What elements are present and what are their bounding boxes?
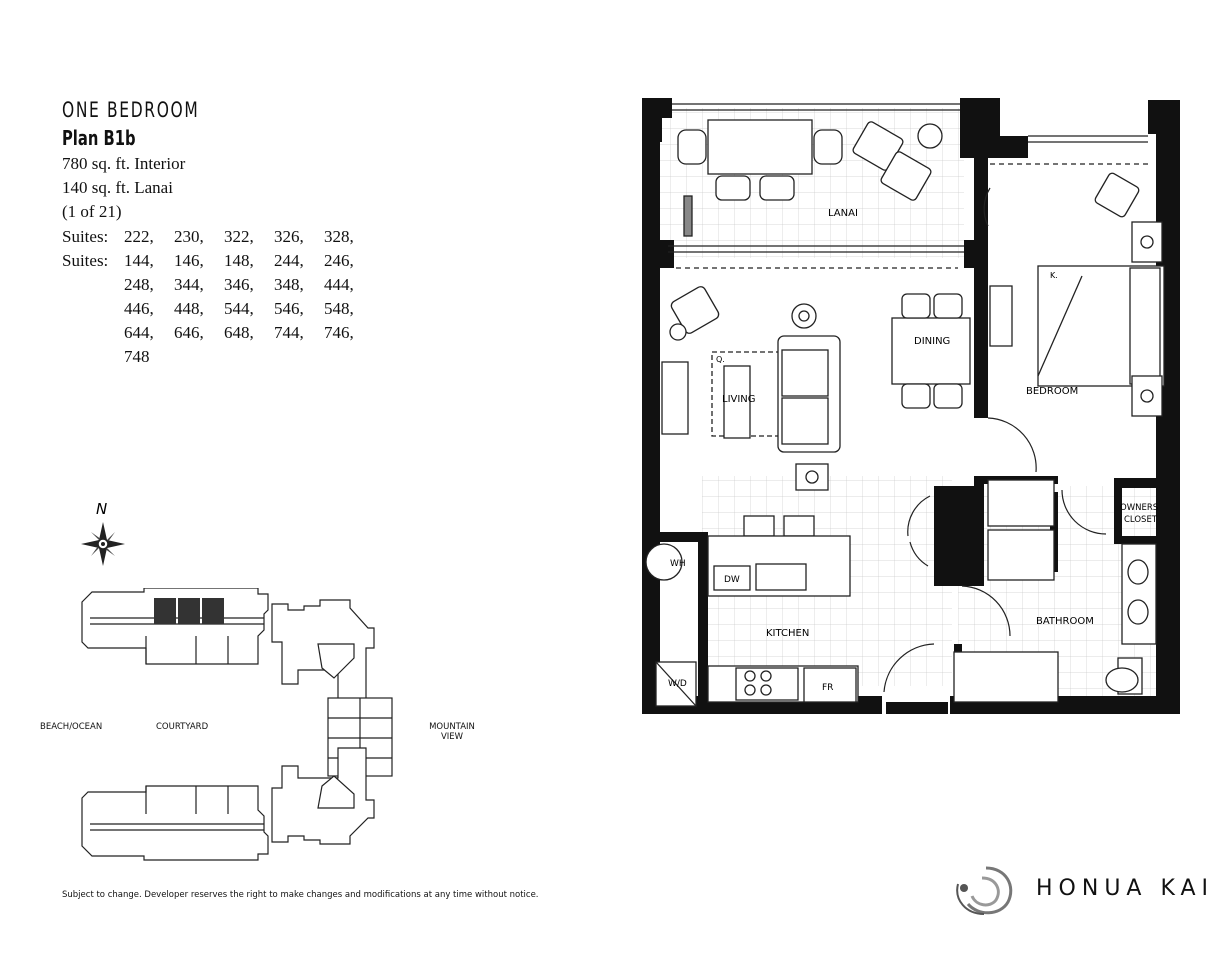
suites-label: Suites:: [62, 227, 109, 246]
compass-north-letter: N: [96, 500, 107, 518]
queen-bed-mark: Q.: [716, 355, 725, 364]
courtyard-label: COURTYARD: [156, 722, 209, 732]
floor-plan: LANAI DINING LIVING Q. BEDROOM K. OWNERS…: [642, 98, 1180, 714]
suite-number: 448,: [174, 299, 204, 318]
mountain-label: MOUNTAIN: [429, 722, 475, 732]
honua-kai-logo-icon: [956, 866, 1013, 915]
plan-name: Plan B1b: [62, 126, 136, 150]
suite-row: 248, 344, 346, 348, 444,: [62, 275, 374, 299]
suite-number: 748: [124, 347, 150, 366]
room-label-bedroom: BEDROOM: [1026, 386, 1078, 397]
suite-number: 746,: [324, 323, 354, 342]
suite-number: 446,: [124, 299, 154, 318]
room-label-kitchen: KITCHEN: [766, 628, 809, 639]
suite-number: 444,: [324, 275, 354, 294]
suite-row: 446, 448, 544, 546, 548,: [62, 299, 374, 323]
compass-rose-icon: N: [81, 500, 125, 566]
suite-number: 248,: [124, 275, 154, 294]
suite-number: 244,: [274, 251, 304, 270]
unit-type-title: ONE BEDROOM: [62, 98, 200, 122]
beach-ocean-label: BEACH/OCEAN: [40, 722, 103, 732]
disclaimer-text: Subject to change. Developer reserves th…: [62, 890, 539, 900]
room-label-lanai: LANAI: [828, 208, 858, 219]
highlighted-unit: [154, 598, 224, 624]
suite-number: 230,: [174, 227, 204, 246]
interior-area: 780 sq. ft. Interior: [62, 154, 186, 173]
suite-number: 222,: [124, 227, 154, 246]
mountain-view-label: MOUNTAIN VIEW: [428, 722, 476, 742]
suite-number: 548,: [324, 299, 354, 318]
washer-dryer-label: W/D: [668, 679, 687, 689]
lanai-area: 140 sq. ft. Lanai: [62, 178, 173, 197]
room-label-dining: DINING: [914, 336, 950, 347]
suite-number: 646,: [174, 323, 204, 342]
suite-number: 346,: [224, 275, 254, 294]
suite-number: 744,: [274, 323, 304, 342]
water-heater-label: WH: [670, 559, 686, 569]
suite-number: 146,: [174, 251, 204, 270]
suite-row: 748: [62, 347, 374, 371]
suite-number: 322,: [224, 227, 254, 246]
suite-row: 644, 646, 648, 744, 746,: [62, 323, 374, 347]
suite-number: 644,: [124, 323, 154, 342]
suite-number: 326,: [274, 227, 304, 246]
suite-number: 648,: [224, 323, 254, 342]
fridge-label: FR: [822, 683, 833, 693]
room-label-bathroom: BATHROOM: [1036, 616, 1094, 627]
suites-label: Suites:: [62, 251, 109, 270]
owners-closet-label-1: OWNERS: [1120, 503, 1158, 513]
brand-name: HONUA KAI: [1036, 876, 1215, 901]
suite-number: 344,: [174, 275, 204, 294]
suite-row: Suites: 222, 230, 322, 326, 328,: [62, 227, 374, 251]
suite-list: Suites: 222, 230, 322, 326, 328, Suites:…: [62, 227, 374, 371]
suite-row: Suites: 144, 146, 148, 244, 246,: [62, 251, 374, 275]
dishwasher-label: DW: [724, 575, 740, 585]
suite-number: 144,: [124, 251, 154, 270]
site-key-plan: [81, 588, 393, 861]
view-label: VIEW: [440, 732, 464, 742]
suite-number: 246,: [324, 251, 354, 270]
suite-number: 328,: [324, 227, 354, 246]
unit-count: (1 of 21): [62, 202, 122, 221]
suite-number: 544,: [224, 299, 254, 318]
suite-number: 148,: [224, 251, 254, 270]
room-label-living: LIVING: [722, 394, 756, 405]
owners-closet-label-2: CLOSET: [1124, 515, 1158, 525]
king-bed-mark: K.: [1050, 271, 1058, 280]
suite-number: 348,: [274, 275, 304, 294]
suite-number: 546,: [274, 299, 304, 318]
